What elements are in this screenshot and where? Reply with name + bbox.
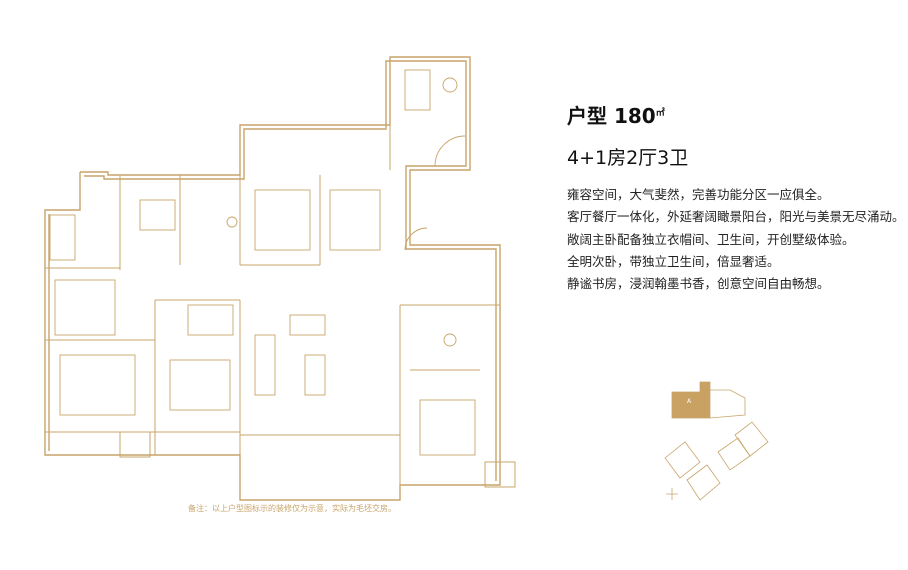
building-block xyxy=(664,441,701,479)
building-block xyxy=(717,437,751,471)
building-block xyxy=(686,464,721,501)
exterior-walls xyxy=(44,56,501,501)
description-line: 全明次卧，带独立卫生间，倍显奢适。 xyxy=(567,253,780,269)
unit-title: 户型 180㎡ xyxy=(567,104,665,128)
description-line: 静谧书房，浸润翰墨书香，创意空间自由畅想。 xyxy=(567,276,830,292)
furniture xyxy=(49,69,476,456)
site-key-plan xyxy=(664,381,769,501)
description: 雍容空间，大气斐然，完善功能分区一应俱全。 客厅餐厅一体化，外延奢阔瞰景阳台，阳… xyxy=(567,184,905,295)
floor-plan-drawing xyxy=(44,56,516,501)
building-block xyxy=(734,421,769,457)
interior-walls xyxy=(45,125,516,488)
description-line: 敞阔主卧配备独立衣帽间、卫生间，开创墅级体验。 xyxy=(567,231,855,247)
compass-icon xyxy=(666,488,678,500)
room-config: 4+1房2厅3卫 xyxy=(567,147,689,169)
unit-a-highlight xyxy=(671,381,711,419)
description-line: 雍容空间，大气斐然，完善功能分区一应俱全。 xyxy=(567,187,830,202)
unit-label: A xyxy=(687,398,692,405)
disclaimer-note: 备注：以上户型图标示的装修仅为示意，实际为毛坯交房。 xyxy=(188,504,396,513)
description-line: 客厅餐厅一体化，外延奢阔瞰景阳台，阳光与美景无尽涌动。 xyxy=(567,209,905,225)
